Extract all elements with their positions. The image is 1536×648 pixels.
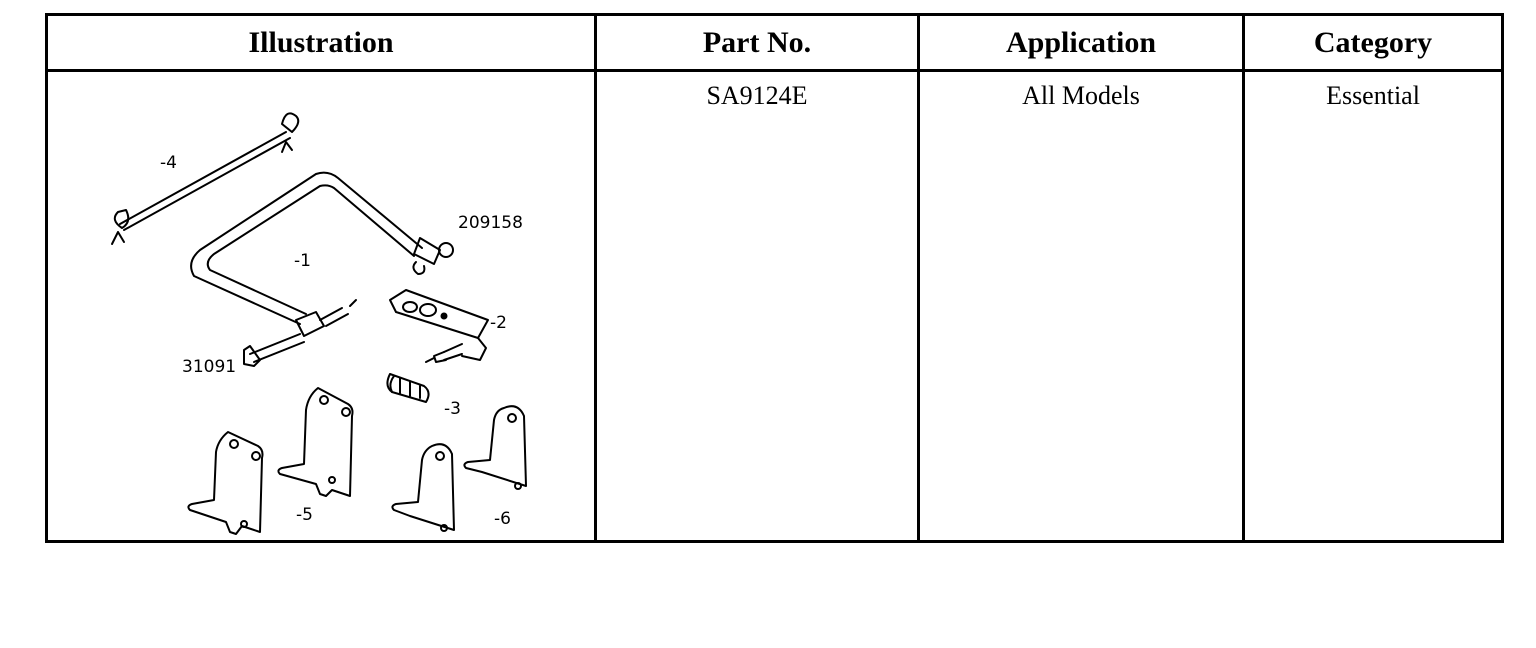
callout-4: -4 bbox=[160, 153, 177, 173]
header-application: Application bbox=[1005, 25, 1157, 59]
column-divider bbox=[1242, 16, 1245, 540]
bracket-pair-5 bbox=[187, 387, 354, 535]
special-tool-table: Illustration Part No. Application Catego… bbox=[45, 13, 1504, 543]
bracket-pair-6 bbox=[391, 405, 527, 532]
callout-6: -6 bbox=[494, 509, 511, 529]
frame-part-1 bbox=[190, 171, 454, 367]
header-part-no: Part No. bbox=[702, 25, 812, 59]
tool-illustration: -4 -1 209158 -2 31091 -3 -5 -6 bbox=[111, 112, 527, 535]
callout-31091: 31091 bbox=[182, 357, 236, 377]
plate-part-2 bbox=[389, 289, 489, 363]
header-row: Illustration Part No. Application Catego… bbox=[48, 16, 1501, 72]
column-divider bbox=[917, 16, 920, 540]
header-illustration: Illustration bbox=[248, 25, 394, 59]
callout-2: -2 bbox=[490, 313, 507, 333]
cell-category: Essential bbox=[1326, 81, 1420, 110]
callout-5: -5 bbox=[296, 505, 313, 525]
callout-209158: 209158 bbox=[458, 213, 523, 233]
callout-1: -1 bbox=[294, 251, 311, 271]
cell-part-no: SA9124E bbox=[706, 81, 808, 110]
header-category: Category bbox=[1313, 25, 1433, 59]
sleeve-part-3 bbox=[386, 373, 430, 403]
rod-part-4 bbox=[111, 112, 300, 245]
cell-application: All Models bbox=[1022, 81, 1140, 110]
callout-3: -3 bbox=[444, 399, 461, 419]
column-divider bbox=[594, 16, 597, 540]
